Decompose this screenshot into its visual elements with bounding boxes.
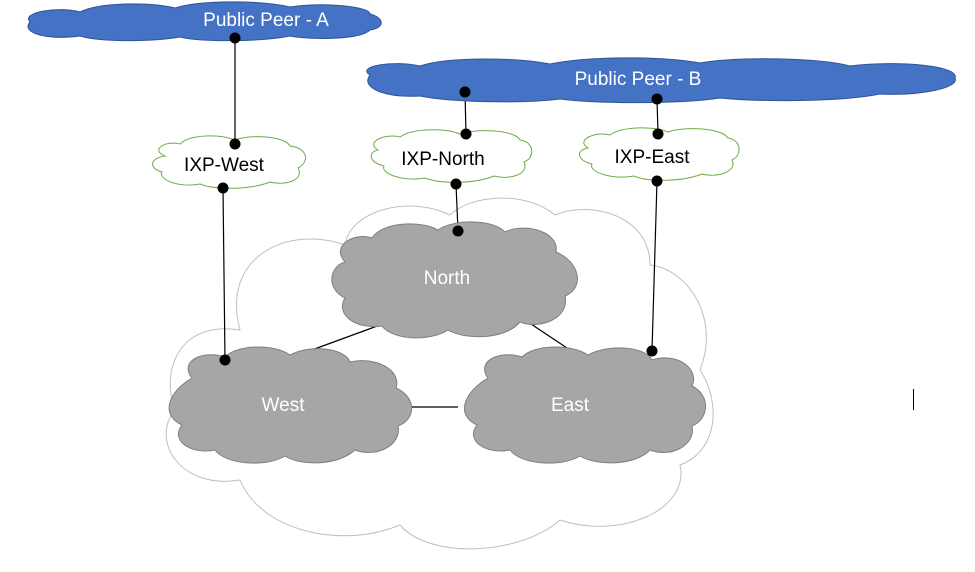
dot-east-node xyxy=(646,345,658,357)
west-node-cloud: West xyxy=(168,346,412,464)
public-peer-b-label: Public Peer - B xyxy=(575,69,702,90)
dot-ixp-east-bottom xyxy=(651,175,663,187)
north-node-cloud: North xyxy=(331,221,578,339)
public-peer-a-cloud: Public Peer - A xyxy=(27,1,382,42)
ixp-north-label: IXP-North xyxy=(401,149,484,170)
ixp-west-cloud: IXP-West xyxy=(152,135,306,189)
public-peer-a-label: Public Peer - A xyxy=(203,10,329,31)
link-peer-b-ixp-east xyxy=(656,98,659,135)
connection-points xyxy=(217,32,664,366)
links xyxy=(222,38,659,408)
text-cursor xyxy=(913,389,914,410)
dot-peer-a xyxy=(229,32,241,44)
west-node-label: West xyxy=(262,395,306,416)
link-ixp-west-west xyxy=(222,187,226,361)
dot-north-node xyxy=(452,225,464,237)
ixp-east-cloud: IXP-East xyxy=(579,127,740,181)
ixp-west-label: IXP-West xyxy=(184,155,265,176)
east-node-label: East xyxy=(551,395,590,416)
dot-ixp-east-top xyxy=(652,128,664,140)
public-peer-b-cloud: Public Peer - B xyxy=(366,57,956,104)
ixp-north-cloud: IXP-North xyxy=(370,129,533,183)
dot-ixp-north-bottom xyxy=(450,178,462,190)
dot-ixp-north-top xyxy=(460,128,472,140)
dot-peer-b-north xyxy=(459,86,471,98)
north-node-label: North xyxy=(424,268,470,289)
dot-ixp-west-top xyxy=(229,138,241,150)
dot-peer-b-east xyxy=(651,93,663,105)
ixp-east-label: IXP-East xyxy=(615,147,691,168)
east-node-cloud: East xyxy=(464,346,706,464)
dot-ixp-west-bottom xyxy=(217,182,229,194)
dot-west-node xyxy=(219,354,231,366)
link-ixp-east-east xyxy=(651,180,658,352)
